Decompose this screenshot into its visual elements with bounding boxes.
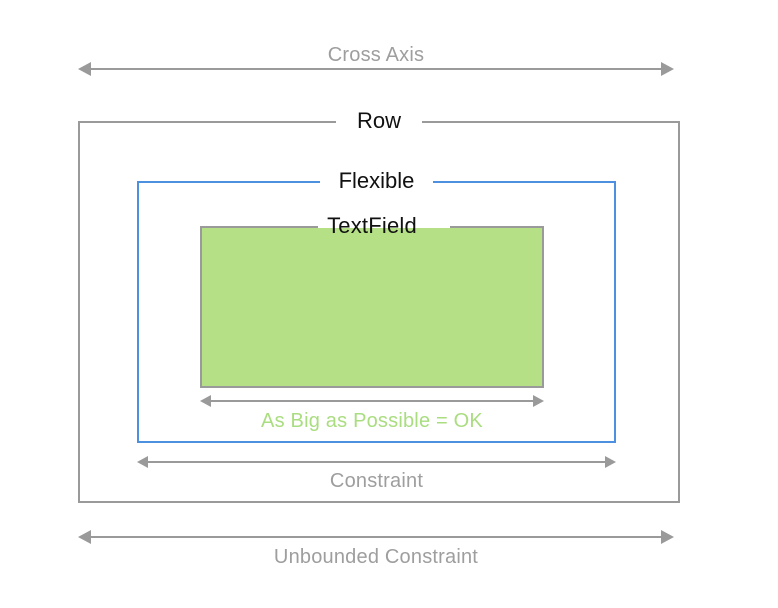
- arrow-right-head-icon: [661, 530, 674, 544]
- flexible-box-label: Flexible: [328, 168, 425, 194]
- constraint-measure-arrow: [137, 456, 616, 468]
- arrow-left-head-icon: [78, 530, 91, 544]
- arrow-right-head-icon: [661, 62, 674, 76]
- arrow-right-head-icon: [533, 395, 544, 407]
- arrow-line: [91, 536, 661, 538]
- cross-axis-arrow: [78, 62, 674, 76]
- row-box-bottom-edge: [78, 501, 680, 503]
- row-box-right-edge: [678, 121, 680, 503]
- textfield-box: [200, 226, 544, 388]
- constraint-label: Constraint: [329, 470, 424, 492]
- textfield-box-label: TextField: [327, 213, 417, 238]
- cross-axis-label: Cross Axis: [327, 44, 425, 66]
- flexible-box-top-right-edge: [433, 181, 616, 183]
- as-big-as-possible-label: As Big as Possible = OK: [261, 410, 483, 432]
- unbounded-constraint-label: Unbounded Constraint: [273, 546, 479, 568]
- row-box-left-edge: [78, 121, 80, 503]
- row-box-top-left-edge: [78, 121, 336, 123]
- textfield-label-mask: [318, 214, 450, 228]
- flexible-container-box: Flexible: [137, 168, 616, 443]
- flexible-box-bottom-edge: [137, 441, 616, 443]
- flexible-box-top-left-edge: [137, 181, 320, 183]
- arrow-line: [211, 400, 533, 402]
- row-box-top-right-edge: [422, 121, 680, 123]
- arrow-line: [148, 461, 605, 463]
- flexible-box-right-edge: [614, 181, 616, 443]
- arrow-left-head-icon: [137, 456, 148, 468]
- unbounded-constraint-arrow: [78, 530, 674, 544]
- arrow-line: [91, 68, 661, 70]
- textfield-measure-arrow: [200, 395, 544, 407]
- row-container-box: Row: [78, 108, 680, 503]
- arrow-left-head-icon: [200, 395, 211, 407]
- flexible-box-left-edge: [137, 181, 139, 443]
- arrow-right-head-icon: [605, 456, 616, 468]
- arrow-left-head-icon: [78, 62, 91, 76]
- row-box-label: Row: [346, 108, 412, 134]
